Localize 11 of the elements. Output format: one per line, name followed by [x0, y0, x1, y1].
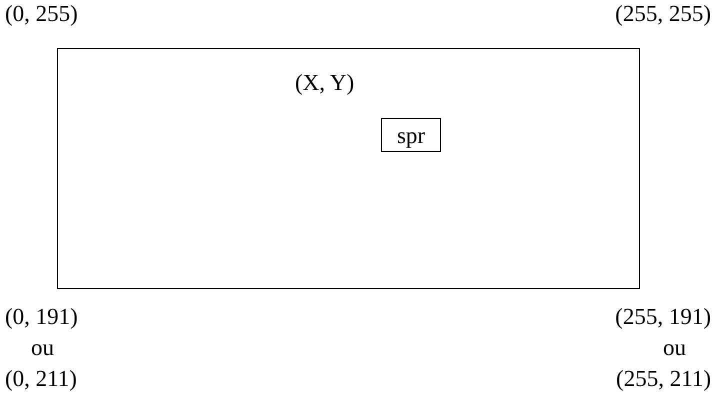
screen-rectangle [57, 48, 640, 289]
coordinate-label: (0, 211) [5, 367, 77, 390]
coordinate-label: (0, 255) [5, 2, 78, 25]
coordinate-label: (255, 211) [616, 367, 711, 390]
coordinate-label: (X, Y) [295, 71, 354, 94]
coordinate-label: (255, 255) [615, 2, 711, 25]
conjunction-text: ou [663, 336, 686, 359]
coordinate-label: (255, 191) [615, 305, 711, 328]
coordinate-label: (0, 191) [5, 305, 78, 328]
conjunction-text: ou [31, 336, 54, 359]
sprite-box: spr [381, 118, 441, 152]
